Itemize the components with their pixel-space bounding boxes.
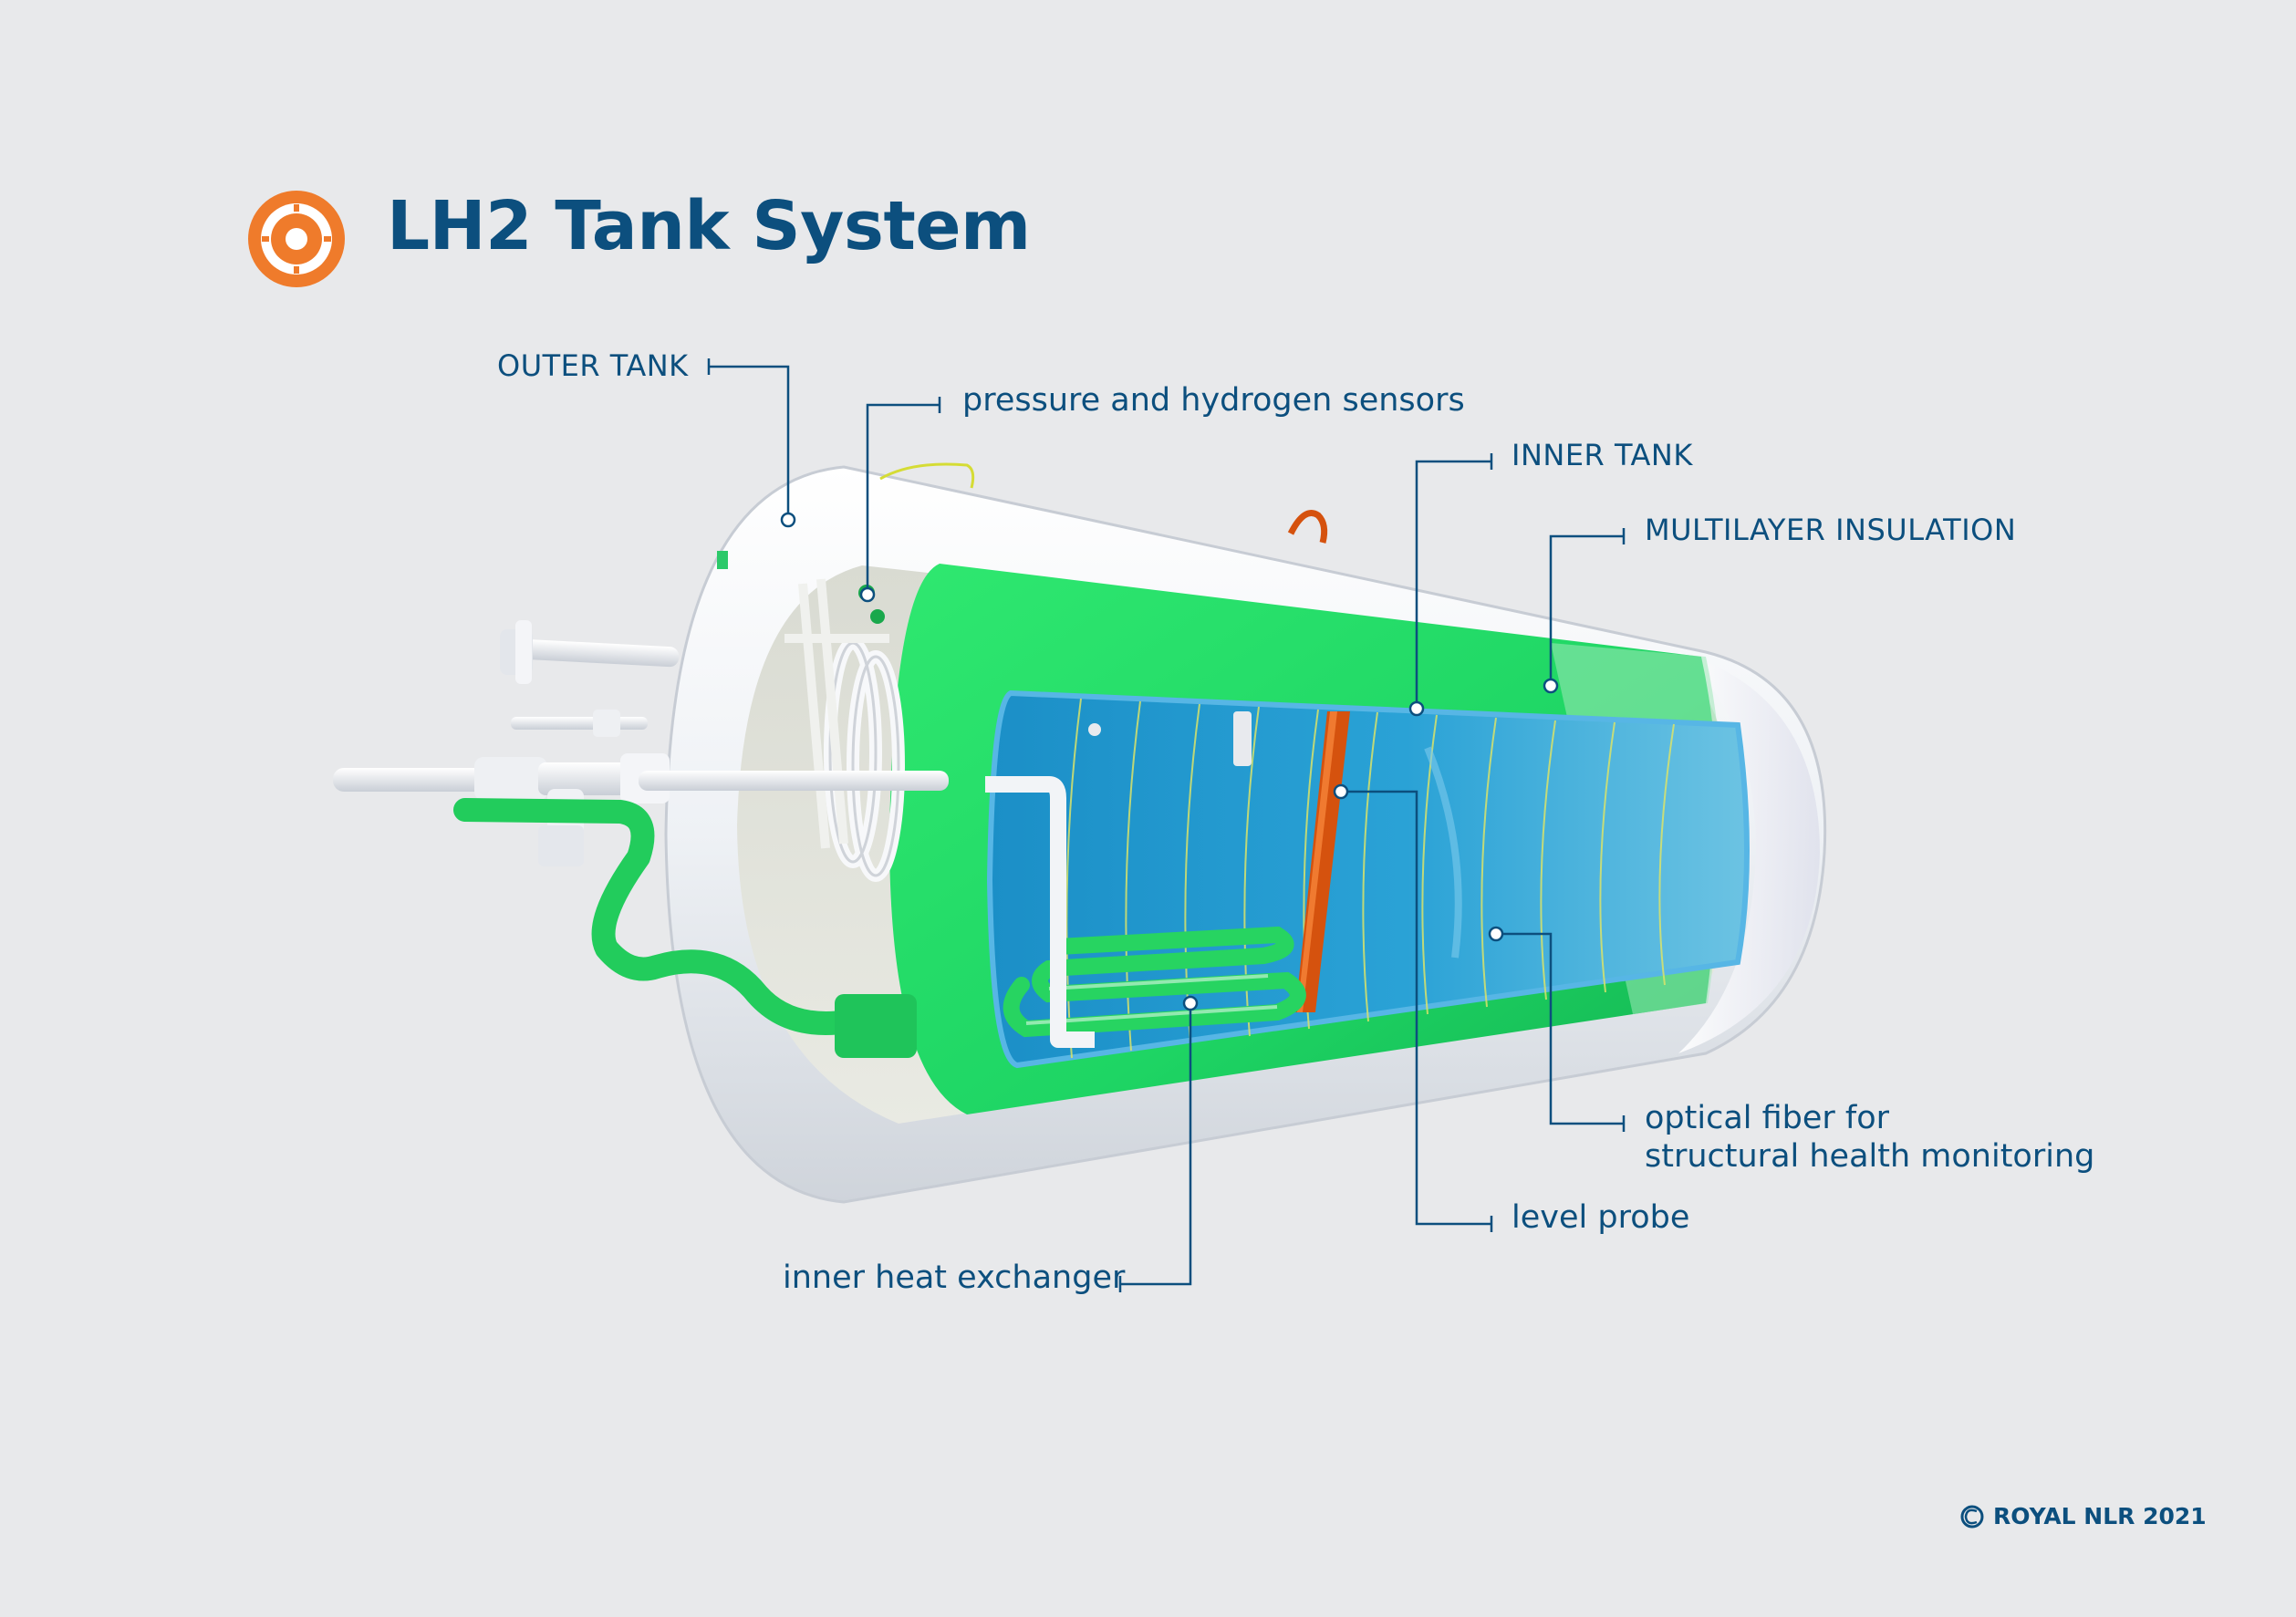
dot-inner-tank [1408,700,1425,717]
green-connector [835,994,917,1058]
label-inner-tank: INNER TANK [1512,438,1693,472]
label-level-probe: level probe [1512,1199,1690,1236]
label-optical-fiber-line2: structural health monitoring [1645,1138,2095,1175]
inner-fitting [1233,711,1252,766]
label-pressure-sensors: pressure and hydrogen sensors [962,382,1465,419]
external-green-pipe [453,798,860,1035]
label-inner-heat-exchanger: inner heat exchanger [783,1259,1126,1296]
page-title: LH2 Tank System [387,187,1031,265]
label-multilayer-insulation: MULTILAYER INSULATION [1645,513,2017,547]
inner-heat-exchanger [1003,926,1306,1038]
external-pipes [333,620,949,866]
cavity-struts [784,578,889,849]
dot-outer-tank [780,512,796,528]
green-nozzle [717,551,728,569]
label-optical-fiber-line1: optical fiber for [1645,1100,1890,1136]
dot-level-probe [1333,783,1349,800]
dot-heat-exchanger [1182,995,1199,1011]
copyright-text: ROYAL NLR 2021 [1993,1503,2207,1529]
dot-multilayer-insulation [1543,678,1559,694]
copyright-icon [1960,1505,1984,1529]
yellow-cable [879,462,975,489]
logo-icon [248,191,345,287]
label-outer-tank: OUTER TANK [497,348,689,383]
dot-optical-fiber [1488,926,1504,942]
inner-fitting-dot [1088,723,1101,736]
leader-lines [707,358,1626,1292]
copper-fitting [1287,510,1328,544]
inner-return-pipe [985,776,1095,1048]
leader-dots [780,512,1559,1011]
dot-pressure-sensors [859,586,876,603]
